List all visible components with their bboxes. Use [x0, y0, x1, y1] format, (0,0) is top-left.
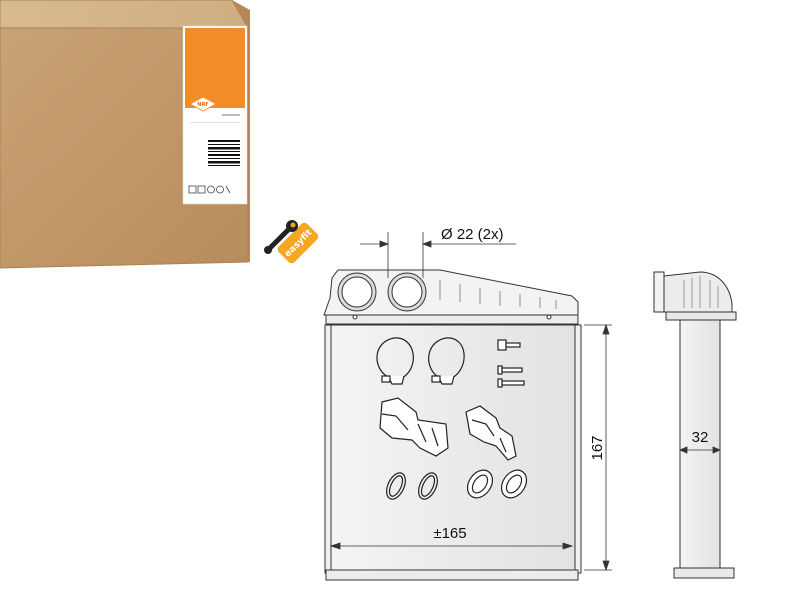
packaging-box: NRF [0, 0, 250, 269]
dimension-width [329, 542, 574, 550]
dimension-height [584, 323, 612, 572]
depth-label: 32 [692, 429, 709, 446]
pipe-right [387, 272, 427, 312]
screw-icon [497, 339, 525, 388]
clamp-right [428, 337, 465, 385]
wrench-icon [264, 220, 298, 254]
width-label: ±165 [433, 525, 466, 542]
accessory-kit [376, 337, 528, 500]
pipe-left [337, 272, 377, 312]
barcode [208, 138, 240, 168]
dimension-pipe-diameter [360, 232, 516, 278]
dimension-depth [678, 446, 722, 454]
bracket-right [465, 405, 517, 461]
easyfit-badge: easyfit [264, 220, 319, 264]
certification-icons [188, 185, 231, 194]
heater-side-view [653, 271, 737, 579]
height-label: 167 [589, 435, 606, 460]
brand-logo-text: NRF [197, 102, 208, 108]
bracket-left [379, 397, 449, 457]
clamp-left [376, 337, 414, 385]
pipe-diameter-label: Ø 22 (2x) [441, 226, 504, 243]
seal-icon [466, 469, 528, 499]
heater-front-view [323, 269, 582, 581]
o-ring-icon [386, 472, 438, 500]
brand-logo: NRF [189, 96, 217, 112]
